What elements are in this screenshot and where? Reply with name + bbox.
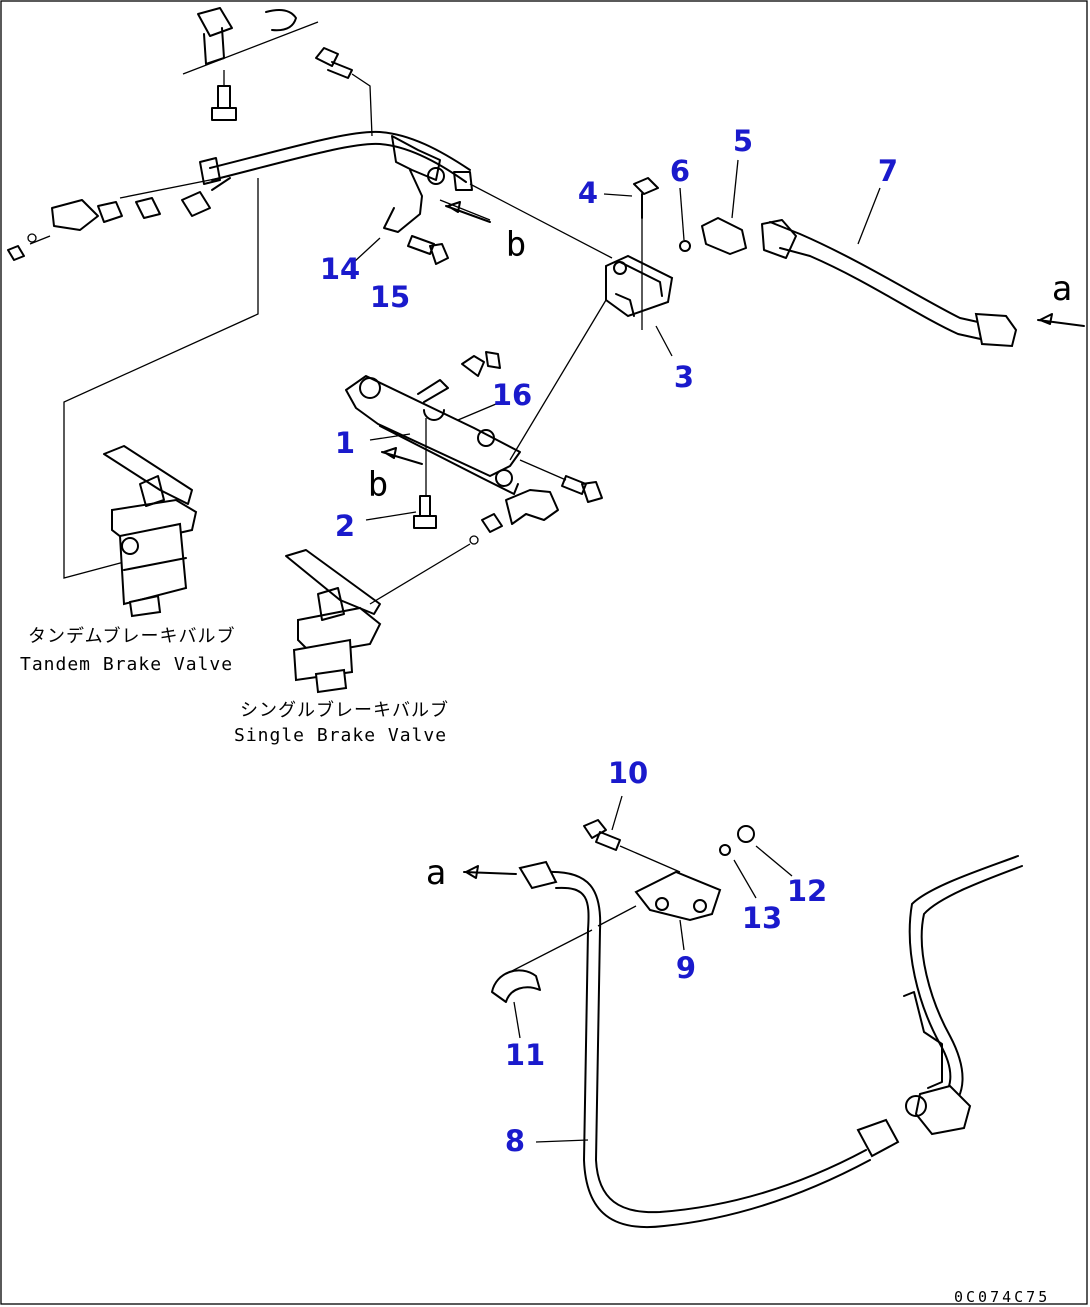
arrow-a-top xyxy=(1037,313,1085,327)
connection-label-a-bottom: a xyxy=(426,853,446,893)
callout-2: 2 xyxy=(335,509,355,543)
connection-label-a-top: a xyxy=(1052,269,1072,309)
callout-14: 14 xyxy=(320,252,360,286)
clip-11 xyxy=(491,969,541,1003)
callout-12: 12 xyxy=(787,874,827,908)
clip-16 xyxy=(417,379,449,421)
connection-label-b-top: b xyxy=(506,225,526,265)
side-bolt xyxy=(561,475,603,503)
connection-label-b-mid: b xyxy=(368,465,388,505)
bracket-9 xyxy=(634,870,722,922)
part-callouts: 1 2 3 4 5 6 7 8 9 10 11 12 13 14 15 16 xyxy=(320,124,898,1158)
tube-8 xyxy=(518,860,900,1228)
callout-9: 9 xyxy=(676,951,696,985)
callout-16: 16 xyxy=(492,378,532,412)
right-hose xyxy=(903,855,1023,1136)
elbow-fitting xyxy=(505,489,559,525)
upper-brake-tube xyxy=(199,130,473,191)
nut-12 xyxy=(737,825,755,843)
caption-tandem-jp: タンデムブレーキバルブ xyxy=(28,625,236,647)
callout-6: 6 xyxy=(670,154,690,188)
bolt-4 xyxy=(633,177,659,219)
callout-1: 1 xyxy=(335,426,355,460)
arrow-a-bottom xyxy=(463,865,517,879)
caption-single-en: Single Brake Valve xyxy=(234,725,447,746)
callout-3: 3 xyxy=(674,360,694,394)
bolt-2 xyxy=(413,495,437,529)
bolt-10 xyxy=(583,819,621,851)
upper-bolt xyxy=(315,47,353,79)
bracket-14 xyxy=(383,135,445,233)
arrow-b-top xyxy=(445,201,491,223)
callout-8: 8 xyxy=(505,1124,525,1158)
washer-13 xyxy=(719,844,731,856)
callout-10: 10 xyxy=(608,756,648,790)
single-brake-valve xyxy=(285,549,382,694)
callout-13: 13 xyxy=(742,901,782,935)
tandem-brake-valve xyxy=(103,445,198,618)
caption-tandem-en: Tandem Brake Valve xyxy=(20,654,233,675)
tube-7 xyxy=(761,219,1018,348)
o-ring-6 xyxy=(679,240,691,252)
left-fittings xyxy=(7,175,231,261)
callout-5: 5 xyxy=(733,124,753,158)
top-bracket-assembly xyxy=(182,7,319,121)
arrow-b-mid xyxy=(381,447,423,465)
connector-5 xyxy=(701,217,747,255)
bolt-15 xyxy=(407,235,449,265)
callout-leaders xyxy=(353,159,881,1143)
clamp-3 xyxy=(605,254,674,318)
plate-assembly-1 xyxy=(345,375,521,495)
upper-bolt-16 xyxy=(461,351,501,377)
callout-11: 11 xyxy=(505,1038,545,1072)
drawing-code: 0C074C75 xyxy=(954,1288,1050,1306)
callout-4: 4 xyxy=(578,176,598,210)
caption-single-jp: シングルブレーキバルブ xyxy=(240,699,449,721)
callout-7: 7 xyxy=(878,154,898,188)
callout-15: 15 xyxy=(370,280,410,314)
